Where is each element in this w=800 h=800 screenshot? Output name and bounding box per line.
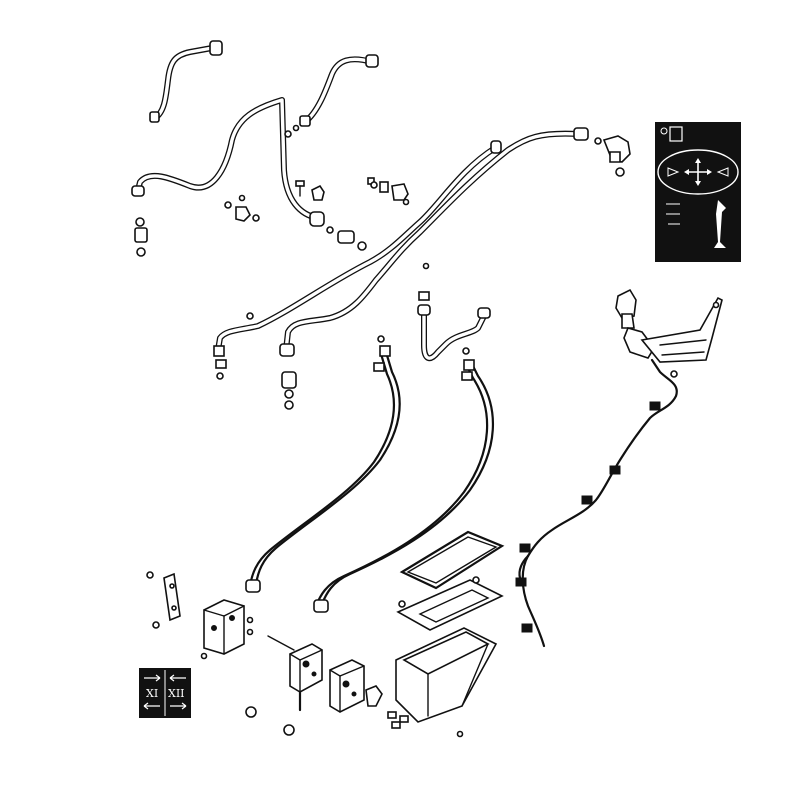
pipe-upper-left-long	[131, 97, 325, 227]
pipe-upper-center-bend	[299, 54, 379, 127]
decal-label-xii: XII	[168, 687, 185, 700]
hose-connectors-top	[373, 335, 473, 381]
pipe-long-diagonal-a	[213, 140, 502, 357]
fittings-upper-middle	[367, 177, 410, 206]
operation-decal-large	[655, 122, 741, 262]
wiring-harness	[515, 358, 678, 648]
pipe-s-shaped-center	[417, 304, 491, 362]
gasket-top	[399, 530, 505, 590]
hose-left	[245, 345, 401, 593]
gasket-plate	[396, 576, 504, 631]
control-valve-section-1	[267, 635, 323, 712]
valve-block-main	[200, 599, 254, 660]
bracket-vertical	[146, 571, 181, 629]
joystick-assembly	[615, 288, 723, 363]
elbow-fitting-top-right	[594, 135, 631, 177]
small-fittings-bottom	[245, 706, 464, 738]
hose-right	[313, 359, 494, 613]
control-valve-section-2	[329, 659, 383, 713]
fittings-upper-left	[134, 124, 367, 257]
decal-label-xi: XI	[146, 687, 158, 700]
console-boot	[395, 627, 498, 723]
valve-decal-small: XI XII	[139, 668, 191, 718]
pipe-long-diagonal-b	[279, 127, 589, 357]
fittings-mid-left	[215, 262, 430, 410]
pipe-upper-left-short	[149, 40, 223, 123]
